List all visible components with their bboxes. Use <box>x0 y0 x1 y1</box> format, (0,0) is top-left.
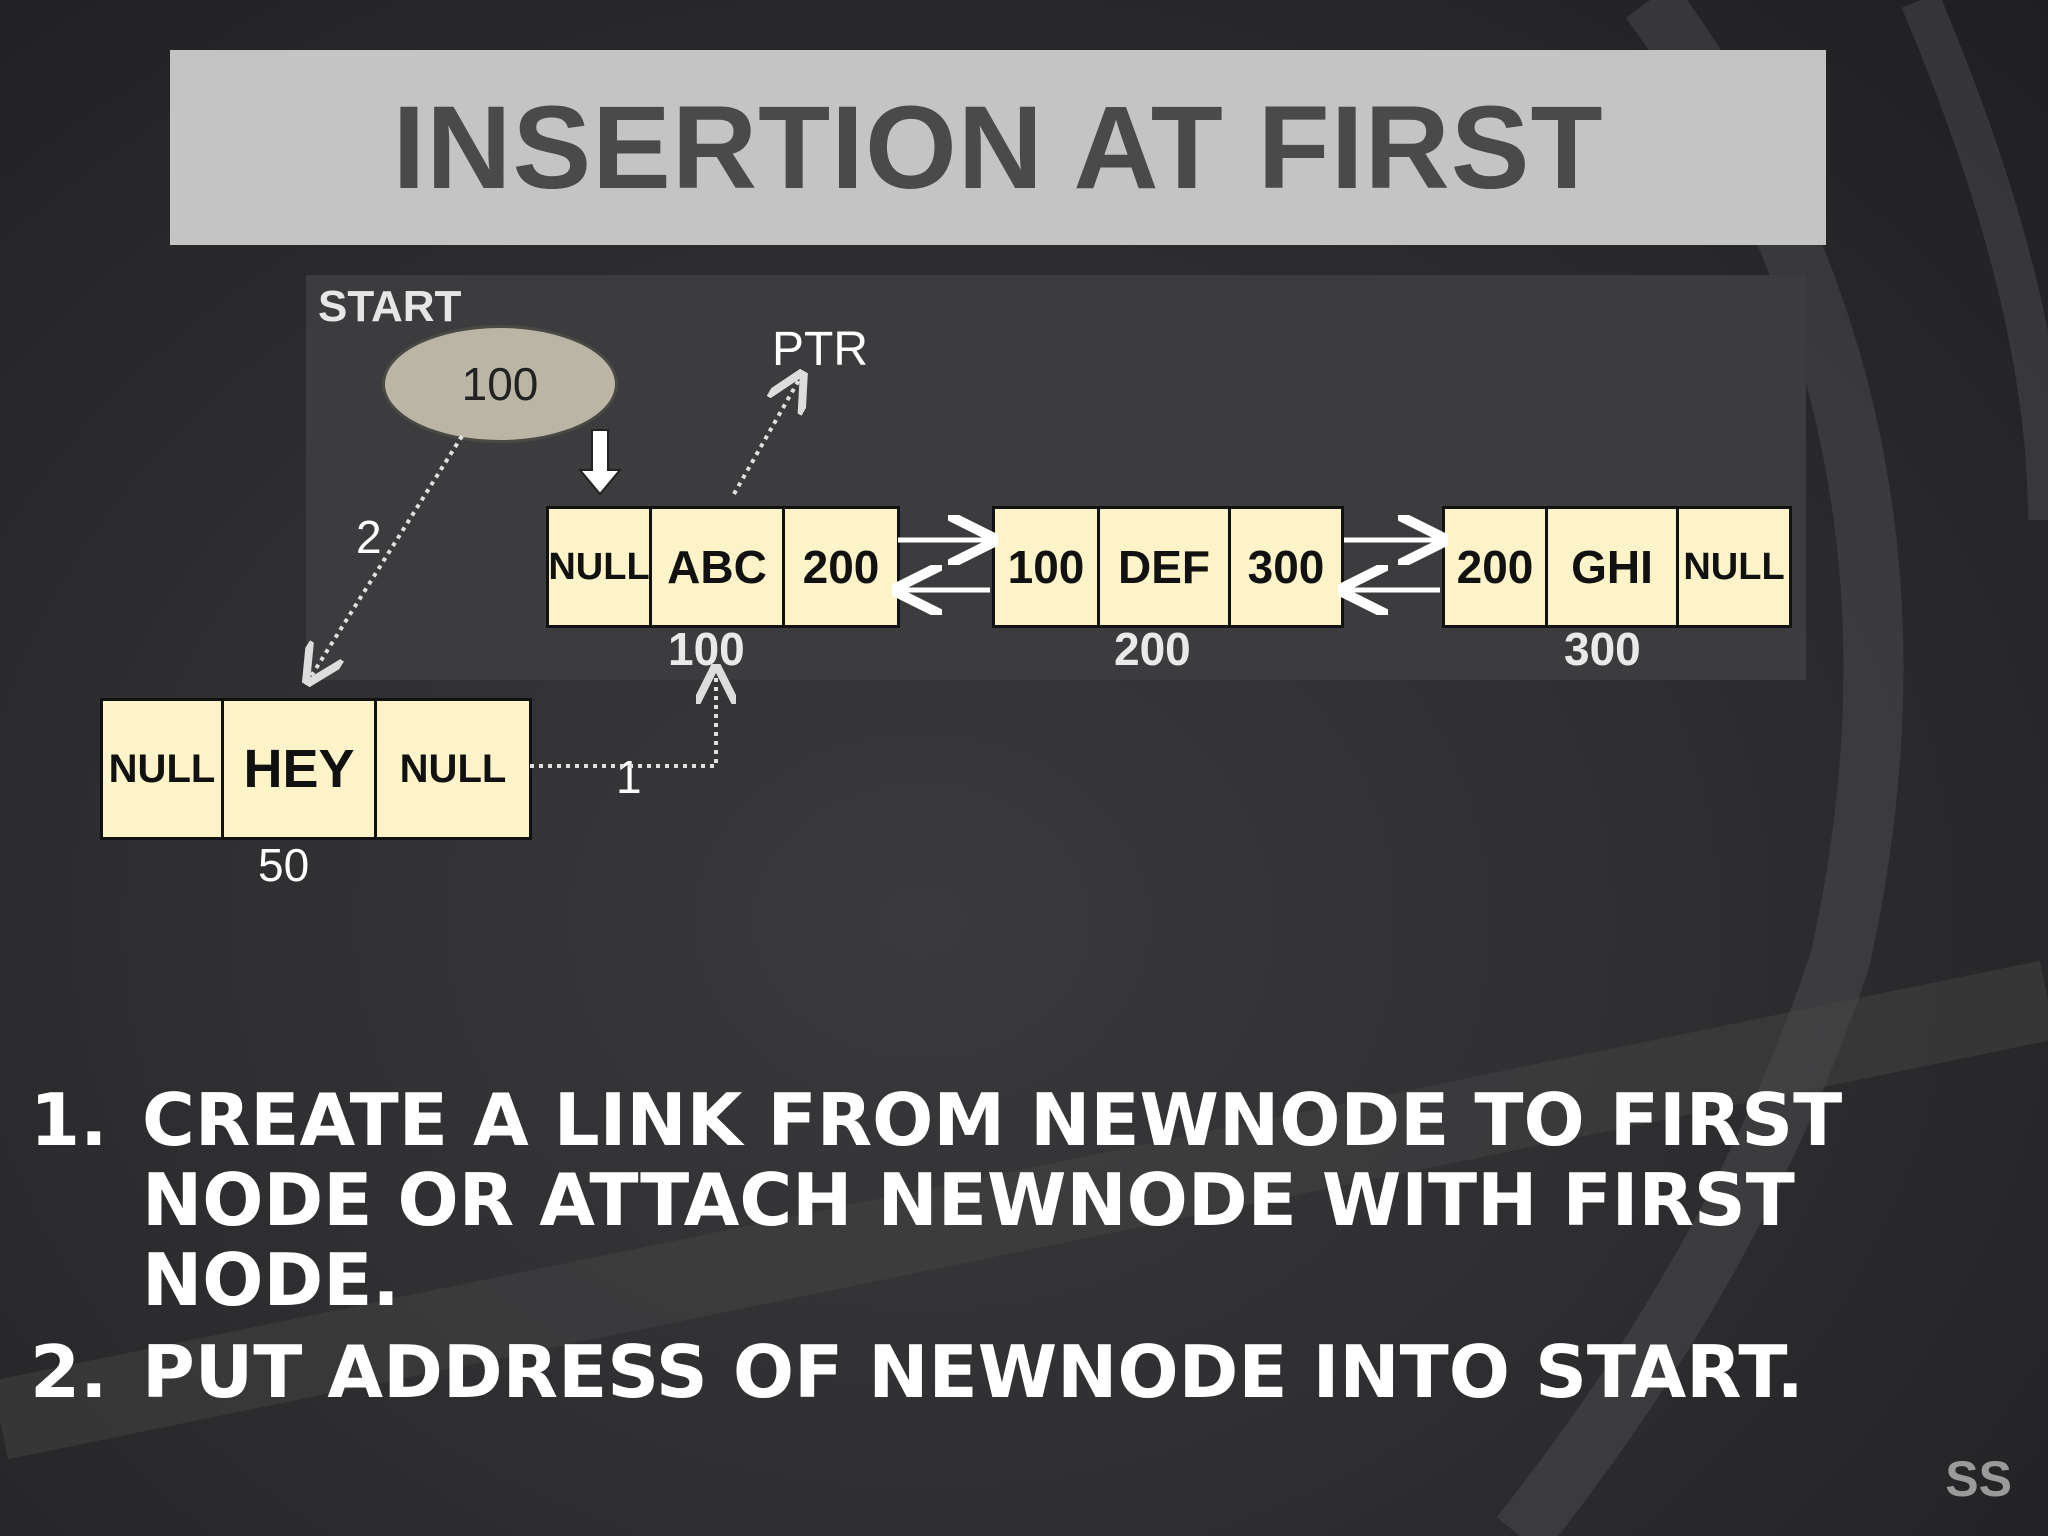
step-number: 2. <box>30 1330 108 1414</box>
new-node-next-cell: NULL <box>399 746 507 791</box>
slide-title: INSERTION AT FIRST <box>392 81 1604 214</box>
step-text: PUT ADDRESS OF NEWNODE INTO START. <box>142 1330 1804 1414</box>
step-number: 1. <box>30 1078 108 1162</box>
node-prev-cell: 100 <box>995 509 1100 625</box>
watermark: SS <box>1945 1451 2012 1507</box>
new-node-hey: NULL HEY NULL <box>100 698 532 840</box>
node-address-label: 200 <box>1114 623 1191 675</box>
step2-dotted-arrow <box>310 434 464 678</box>
link-step1-label: 1 <box>616 751 642 803</box>
node-next-cell: 300 <box>1247 541 1325 593</box>
new-node-address-label: 50 <box>258 839 310 891</box>
node-data-cell: DEF <box>1100 509 1231 625</box>
start-pointer-oval: 100 <box>382 325 618 443</box>
node-ghi: 200 GHI NULL <box>1442 506 1792 628</box>
start-value: 100 <box>461 358 539 410</box>
new-node-prev-cell: NULL <box>103 701 224 837</box>
title-bar: INSERTION AT FIRST <box>170 50 1826 245</box>
step-item: 2. PUT ADDRESS OF NEWNODE INTO START. <box>30 1332 1990 1412</box>
start-label: START <box>318 282 462 331</box>
node-def: 100 DEF 300 <box>992 506 1344 628</box>
start-down-arrow <box>577 429 623 496</box>
node-prev-cell: NULL <box>548 509 652 625</box>
node-data-cell: GHI <box>1548 509 1679 625</box>
step-item: 1. CREATE A LINK FROM NEWNODE TO FIRST N… <box>30 1080 1990 1320</box>
node-data-cell: ABC <box>652 509 785 625</box>
ptr-dotted-arrow <box>732 378 800 495</box>
step1-dotted-arrow <box>530 672 716 768</box>
steps-list: 1. CREATE A LINK FROM NEWNODE TO FIRST N… <box>30 1080 1990 1424</box>
new-node-data-cell: HEY <box>224 701 377 837</box>
node-prev-cell: 200 <box>1445 509 1548 625</box>
link-step2-label: 2 <box>356 511 382 563</box>
node-address-label: 300 <box>1564 623 1641 675</box>
step-text: CREATE A LINK FROM NEWNODE TO FIRST NODE… <box>142 1078 1843 1322</box>
node-next-cell: 200 <box>802 541 880 593</box>
node-next-cell: NULL <box>1683 545 1785 588</box>
